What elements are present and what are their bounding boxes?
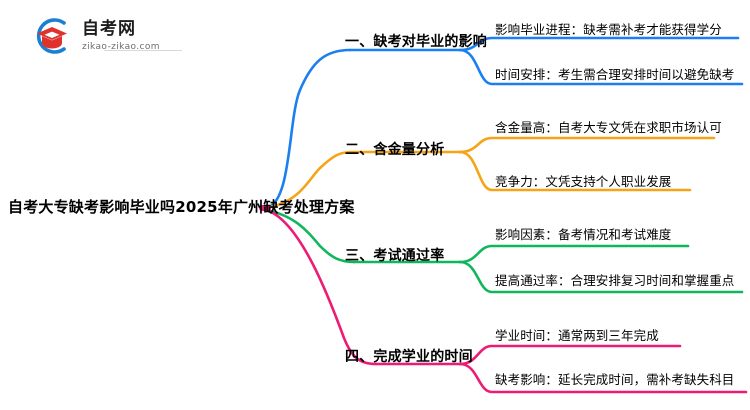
logo-subtitle: zikao-zikao.com (82, 41, 160, 52)
leaf-label-4-1: 学业时间：通常两到三年完成 (495, 328, 659, 343)
leaf-label-2-2: 竞争力：文凭支持个人职业发展 (495, 174, 672, 189)
branch-label-2: 二、含金量分析 (345, 142, 445, 158)
site-logo[interactable]: 自考网 zikao-zikao.com (30, 14, 182, 58)
graduation-cap-icon (30, 14, 74, 58)
leaf-label-4-2: 缺考影响：延长完成时间，需补考缺失科目 (495, 372, 735, 387)
leaf-label-3-2: 提高通过率：合理安排复习时间和掌握重点 (495, 273, 735, 288)
leaf-label-2-1: 含金量高：自考大专文凭在求职市场认可 (495, 120, 722, 135)
root-node-label: 自考大专缺考影响毕业吗2025年广州缺考处理方案 (8, 198, 355, 216)
leaf-label-1-2: 时间安排：考生需合理安排时间以避免缺考 (495, 67, 735, 82)
leaf-label-1-1: 影响毕业进程：缺考需补考才能获得学分 (495, 22, 722, 37)
branch-label-4: 四、完成学业的时间 (345, 349, 473, 365)
leaf-label-3-1: 影响因素：备考情况和考试难度 (495, 227, 672, 242)
branch-label-1: 一、缺考对毕业的影响 (345, 34, 487, 50)
logo-title: 自考网 (82, 18, 136, 39)
logo-divider (104, 50, 182, 51)
branch-label-3: 三、考试通过率 (345, 248, 445, 264)
